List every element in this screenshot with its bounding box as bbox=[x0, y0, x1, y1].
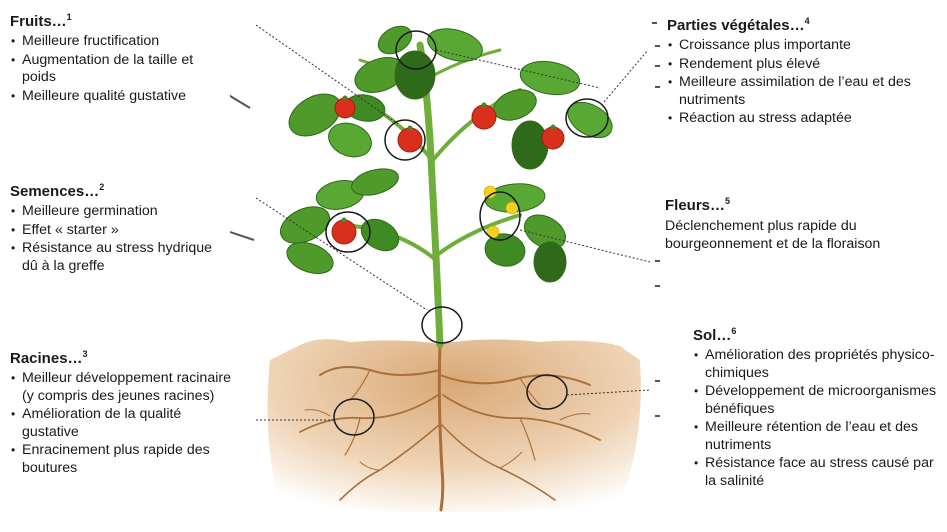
dash-mark bbox=[655, 380, 660, 382]
semences-item: Résistance au stress hydrique dû à la gr… bbox=[10, 240, 230, 275]
parties-list: Croissance plus importanteRendement plus… bbox=[667, 37, 945, 128]
sol-title: Sol…6 bbox=[693, 322, 945, 345]
semences-item: Effet « starter » bbox=[10, 222, 230, 240]
dash-mark bbox=[652, 22, 657, 24]
fleurs-block: Fleurs…5 Déclenchement plus rapide du bo… bbox=[665, 192, 945, 253]
parties-item: Réaction au stress adaptée bbox=[667, 110, 945, 128]
racines-item: Meilleur développement racinaire (y comp… bbox=[10, 370, 235, 405]
dash-mark bbox=[655, 86, 660, 88]
fruits-block: Fruits…1 Meilleure fructificationAugment… bbox=[10, 8, 230, 106]
fruits-item: Augmentation de la taille et poids bbox=[10, 52, 230, 87]
semences-item: Meilleure germination bbox=[10, 203, 230, 221]
sol-item: Meilleure rétention de l’eau et des nutr… bbox=[693, 419, 945, 454]
semences-title: Semences…2 bbox=[10, 178, 230, 201]
semences-list: Meilleure germinationEffet « starter »Ré… bbox=[10, 203, 230, 275]
fruits-list: Meilleure fructificationAugmentation de … bbox=[10, 33, 230, 105]
parties-item: Rendement plus élevé bbox=[667, 56, 945, 74]
parties-block: Parties végétales…4 Croissance plus impo… bbox=[667, 12, 945, 129]
sol-item: Résistance face au stress causé par la s… bbox=[693, 455, 945, 490]
dash-mark bbox=[655, 65, 660, 67]
racines-item: Enracinement plus rapide des boutures bbox=[10, 442, 235, 477]
sol-block: Sol…6 Amélioration des propriétés physic… bbox=[693, 322, 945, 491]
fruits-item: Meilleure fructification bbox=[10, 33, 230, 51]
fleurs-title: Fleurs…5 bbox=[665, 192, 945, 215]
dash-mark bbox=[655, 415, 660, 417]
parties-title: Parties végétales…4 bbox=[667, 12, 945, 35]
fruits-item: Meilleure qualité gustative bbox=[10, 88, 230, 106]
dash-mark bbox=[655, 45, 660, 47]
dash-mark bbox=[655, 285, 660, 287]
fleurs-text: Déclenchement plus rapide du bourgeonnem… bbox=[665, 217, 945, 253]
sol-list: Amélioration des propriétés physico-chim… bbox=[693, 347, 945, 490]
dash-mark bbox=[655, 260, 660, 262]
racines-list: Meilleur développement racinaire (y comp… bbox=[10, 370, 235, 477]
plant-illustration bbox=[230, 0, 650, 532]
parties-item: Croissance plus importante bbox=[667, 37, 945, 55]
racines-title: Racines…3 bbox=[10, 345, 235, 368]
sol-item: Amélioration des propriétés physico-chim… bbox=[693, 347, 945, 382]
semences-block: Semences…2 Meilleure germinationEffet « … bbox=[10, 178, 230, 276]
parties-item: Meilleure assimilation de l’eau et des n… bbox=[667, 74, 945, 109]
racines-block: Racines…3 Meilleur développement racinai… bbox=[10, 345, 235, 478]
fruits-title: Fruits…1 bbox=[10, 8, 230, 31]
racines-item: Amélioration de la qualité gustative bbox=[10, 406, 235, 441]
soil-area bbox=[268, 339, 641, 512]
leaves bbox=[275, 21, 619, 282]
sol-item: Développement de microorganismes bénéfiq… bbox=[693, 383, 945, 418]
edge-marks bbox=[230, 85, 254, 240]
